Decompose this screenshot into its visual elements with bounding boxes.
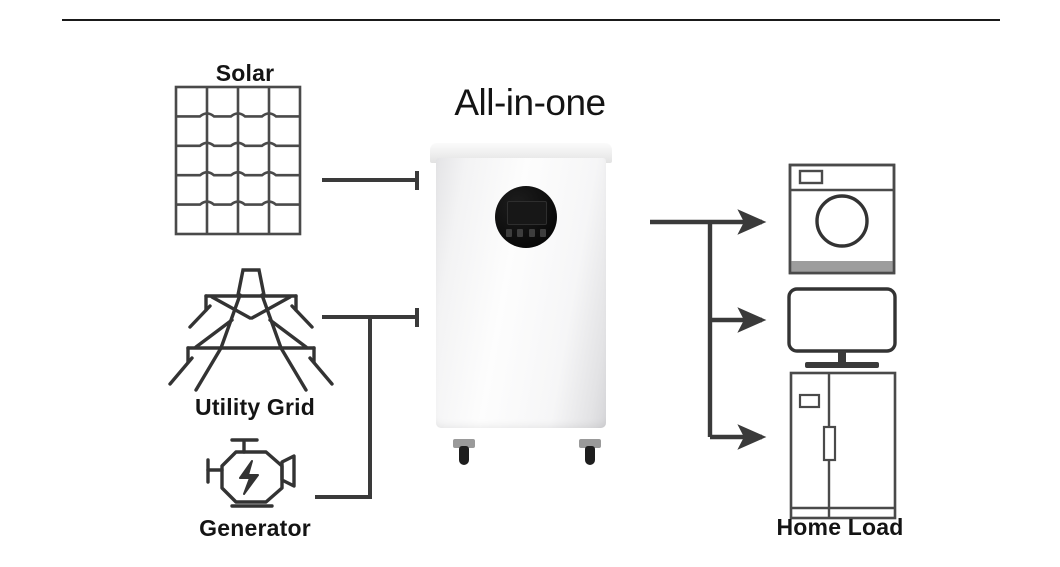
display-button-3[interactable] xyxy=(528,229,535,237)
label-solar: Solar xyxy=(215,60,275,86)
header-divider xyxy=(62,19,1000,21)
caster-tire xyxy=(585,446,595,465)
display-button-row[interactable] xyxy=(506,229,546,237)
transmission-tower-icon xyxy=(168,268,334,392)
label-generator: Generator xyxy=(199,515,311,541)
cabinet-body xyxy=(436,158,606,465)
label-home-load: Home Load xyxy=(776,514,904,540)
caster-wheel-left xyxy=(453,439,475,465)
label-utility-grid: Utility Grid xyxy=(195,394,315,420)
display-button-4[interactable] xyxy=(539,229,546,237)
washing-machine-icon xyxy=(788,163,896,275)
output-bus xyxy=(650,219,713,437)
generator-input-line xyxy=(315,317,372,499)
circular-display-panel[interactable] xyxy=(495,186,557,248)
display-button-1[interactable] xyxy=(506,229,512,237)
all-in-one-cabinet xyxy=(430,143,612,465)
caster-bracket xyxy=(579,439,601,448)
display-button-2[interactable] xyxy=(517,229,524,237)
caster-bracket xyxy=(453,439,475,448)
caster-tire xyxy=(459,446,469,465)
refrigerator-icon xyxy=(789,371,897,520)
television-icon xyxy=(787,287,897,368)
lcd-screen xyxy=(507,201,547,225)
generator-engine-icon xyxy=(206,438,296,508)
page-title: All-in-one xyxy=(454,82,606,123)
caster-wheel-right xyxy=(579,439,601,465)
solar-panel-icon xyxy=(174,85,302,236)
solar-input-line xyxy=(322,171,419,190)
